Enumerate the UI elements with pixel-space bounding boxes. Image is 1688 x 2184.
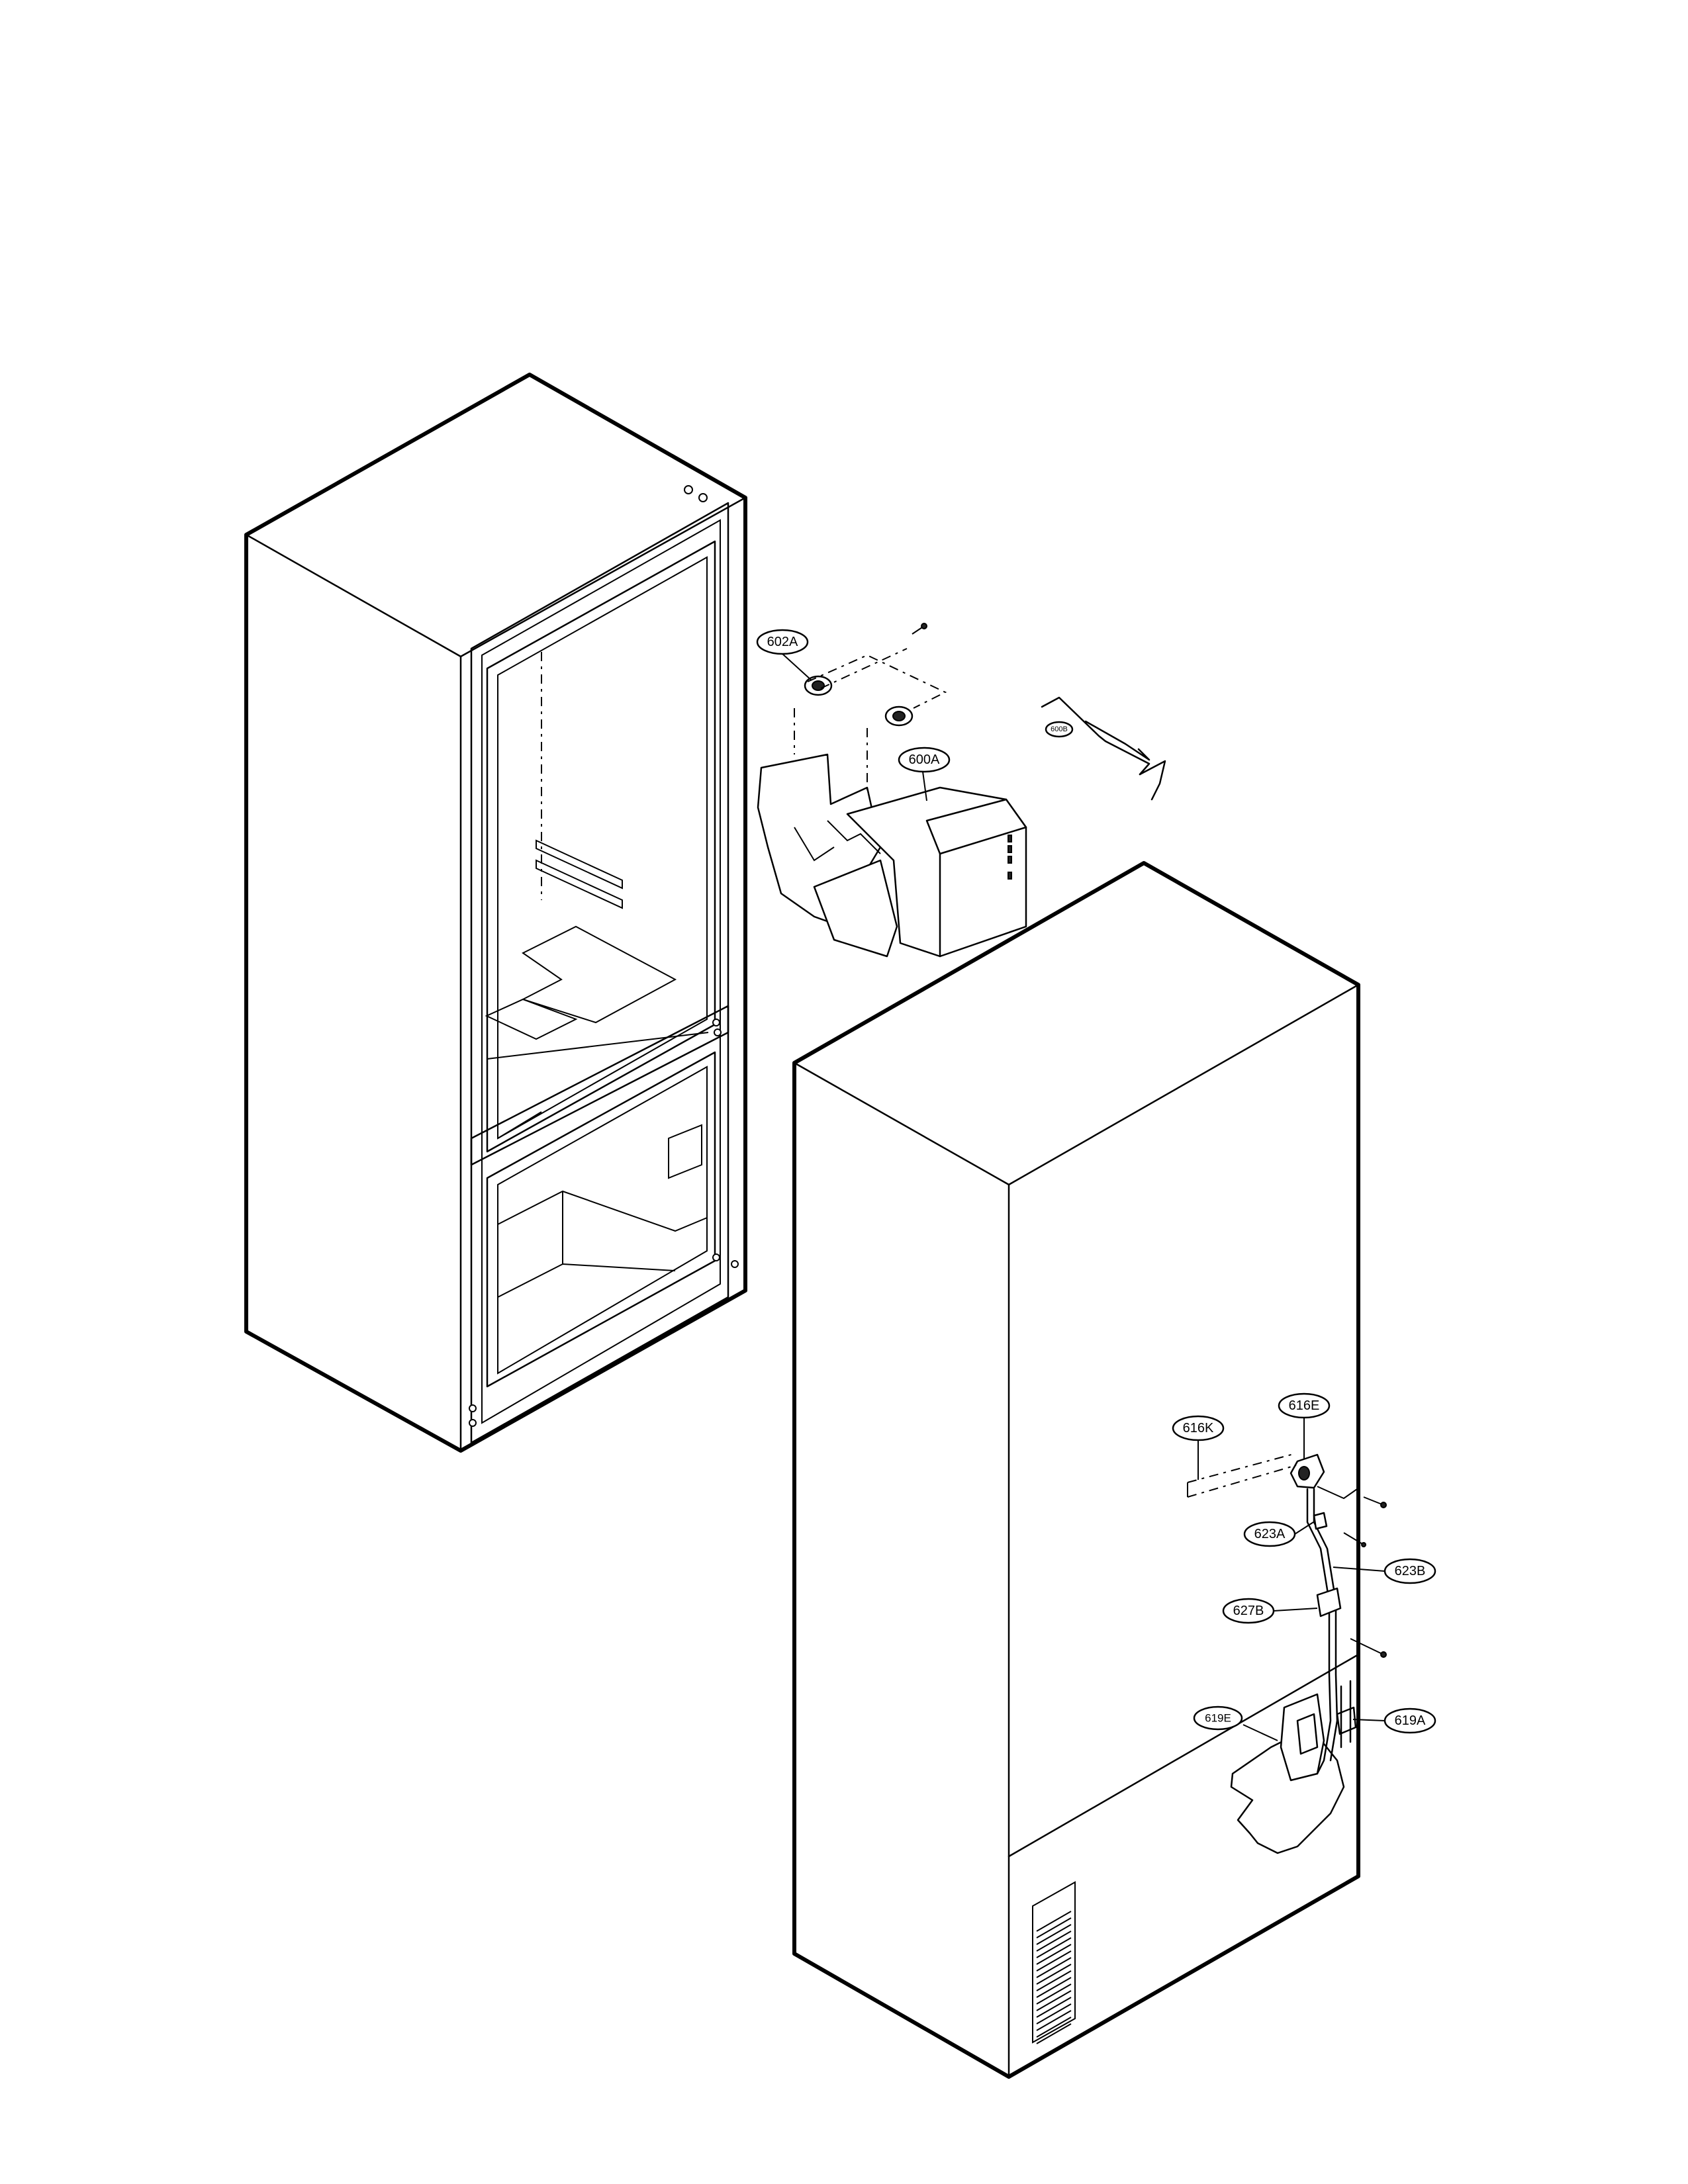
svg-text:623B: 623B [1395,1564,1426,1578]
callout-600A: 600A [898,747,951,801]
svg-text:616E: 616E [1289,1398,1320,1413]
vent-slot [1036,2017,1072,2038]
refrigerator-cabinet-front [244,373,747,1453]
vent-slot [1036,1937,1072,1958]
callout-602A: 602A [756,629,812,681]
svg-text:602A: 602A [767,635,798,649]
callout-619A: 619A [1352,1707,1436,1734]
callout-623A: 623A [1243,1521,1314,1547]
vent-slot [1036,1983,1072,2005]
svg-text:619A: 619A [1395,1713,1426,1728]
callout-616K: 616K [1172,1415,1225,1480]
svg-text:627B: 627B [1233,1604,1264,1618]
fitting-602A-b [884,705,914,727]
callout-616E: 616E [1278,1392,1331,1459]
vent-grille [1032,1881,1076,2044]
vent-slot [1036,1944,1072,1965]
icemaker-assembly [757,753,1027,958]
vent-slot [1036,1977,1072,1998]
callout-627B: 627B [1222,1598,1318,1624]
callout-600B: 600B [1045,721,1074,738]
vent-slot [1036,1997,1072,2018]
vent-slot [1036,2010,1072,2031]
vent-slot [1036,1924,1072,1945]
vent-slot [1036,1911,1072,1932]
callout-619E: 619E [1193,1706,1278,1741]
water-line-assembly [1187,1453,1387,1782]
callout-623B: 623B [1333,1558,1436,1584]
refrigerator-cabinet-rear [792,861,1360,2079]
vent-slot [1036,1970,1072,1991]
vent-slot [1036,1990,1072,2011]
vent-slot [1036,2023,1072,2044]
vent-slot [1036,1931,1072,1952]
vent-slot [1036,1950,1072,1972]
vent-slot [1036,1964,1072,1985]
svg-text:619E: 619E [1205,1712,1231,1725]
vent-slot [1036,1917,1072,1938]
icemaker-label-text [1008,835,1012,880]
svg-text:600B: 600B [1051,725,1068,733]
svg-text:616K: 616K [1183,1421,1214,1435]
vent-slot [1036,2003,1072,2025]
screw-icon [912,623,927,635]
wire-harness-600B [1041,696,1166,801]
svg-text:600A: 600A [909,752,940,767]
vent-slot [1036,1957,1072,1978]
svg-text:623A: 623A [1254,1527,1286,1541]
